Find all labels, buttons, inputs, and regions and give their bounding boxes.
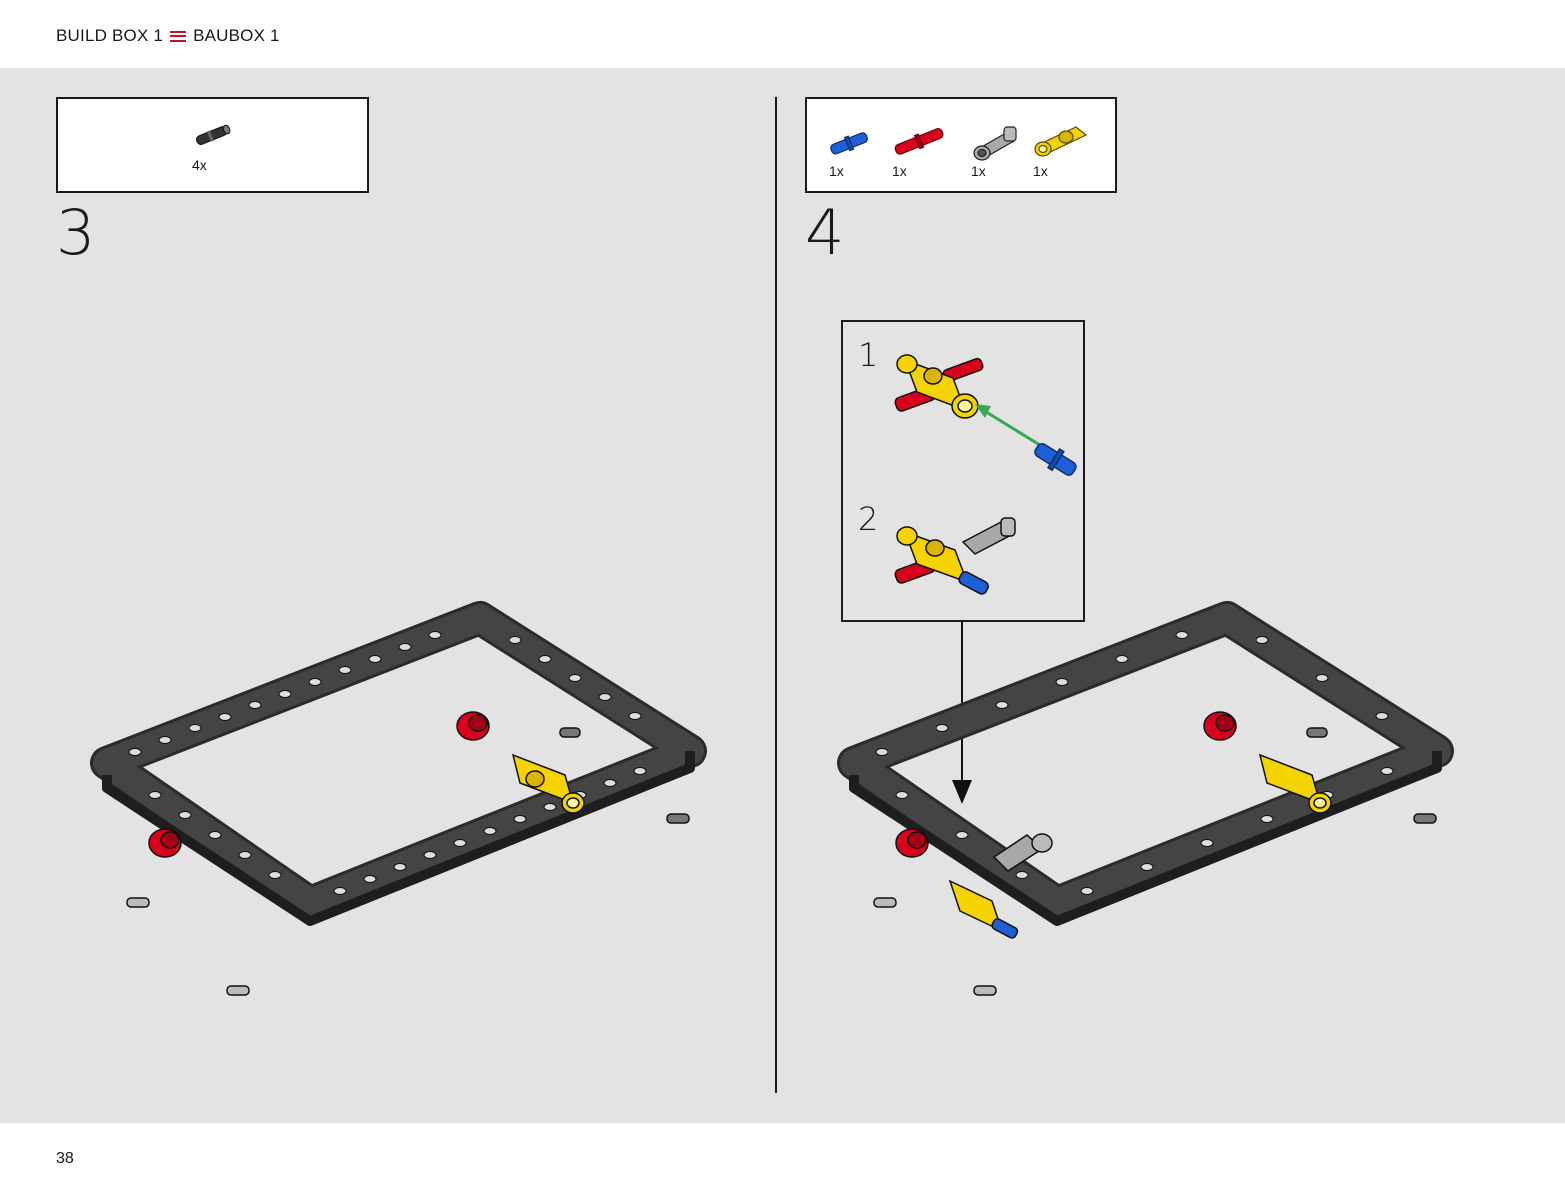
baubox-label: BAUBOX 1 [193, 26, 280, 45]
blue-part-qty: 1x [829, 163, 844, 179]
substep-2-number: 2 [858, 500, 879, 538]
yellow-connector-icon [1034, 126, 1088, 157]
grey-connector-icon [973, 126, 1017, 161]
substep-1-illustration [894, 354, 1077, 476]
three-bar-icon [170, 30, 187, 42]
substep-2-illustration [894, 517, 1016, 595]
step3-number: 3 [56, 196, 96, 269]
step3-part-qty: 4x [192, 157, 207, 173]
blue-axle-pin-icon [830, 132, 868, 155]
header-title: BUILD BOX 1 BAUBOX 1 [56, 26, 280, 46]
substep-1-number: 1 [858, 336, 879, 374]
step4-number: 4 [805, 196, 845, 269]
grey-part-qty: 1x [971, 163, 986, 179]
build-box-label: BUILD BOX 1 [56, 26, 164, 45]
step3-frame-assembly [90, 601, 707, 996]
step3-parts-box: 4x [56, 97, 369, 193]
black-pin-icon [195, 124, 231, 145]
step-divider [775, 97, 777, 1093]
page-header: BUILD BOX 1 BAUBOX 1 [0, 0, 1565, 68]
red-part-qty: 1x [892, 163, 907, 179]
page-number: 38 [56, 1150, 74, 1167]
red-axle-pin-icon [894, 127, 944, 155]
step4-frame-assembly [837, 601, 1454, 996]
substep-callout-box: 1 2 [841, 320, 1085, 622]
step4-parts-box: 1x 1x 1x 1x [805, 97, 1117, 193]
instruction-area: 4x 3 [0, 68, 1565, 1123]
yellow-part-qty: 1x [1033, 163, 1048, 179]
page-footer: 38 [0, 1123, 1565, 1191]
